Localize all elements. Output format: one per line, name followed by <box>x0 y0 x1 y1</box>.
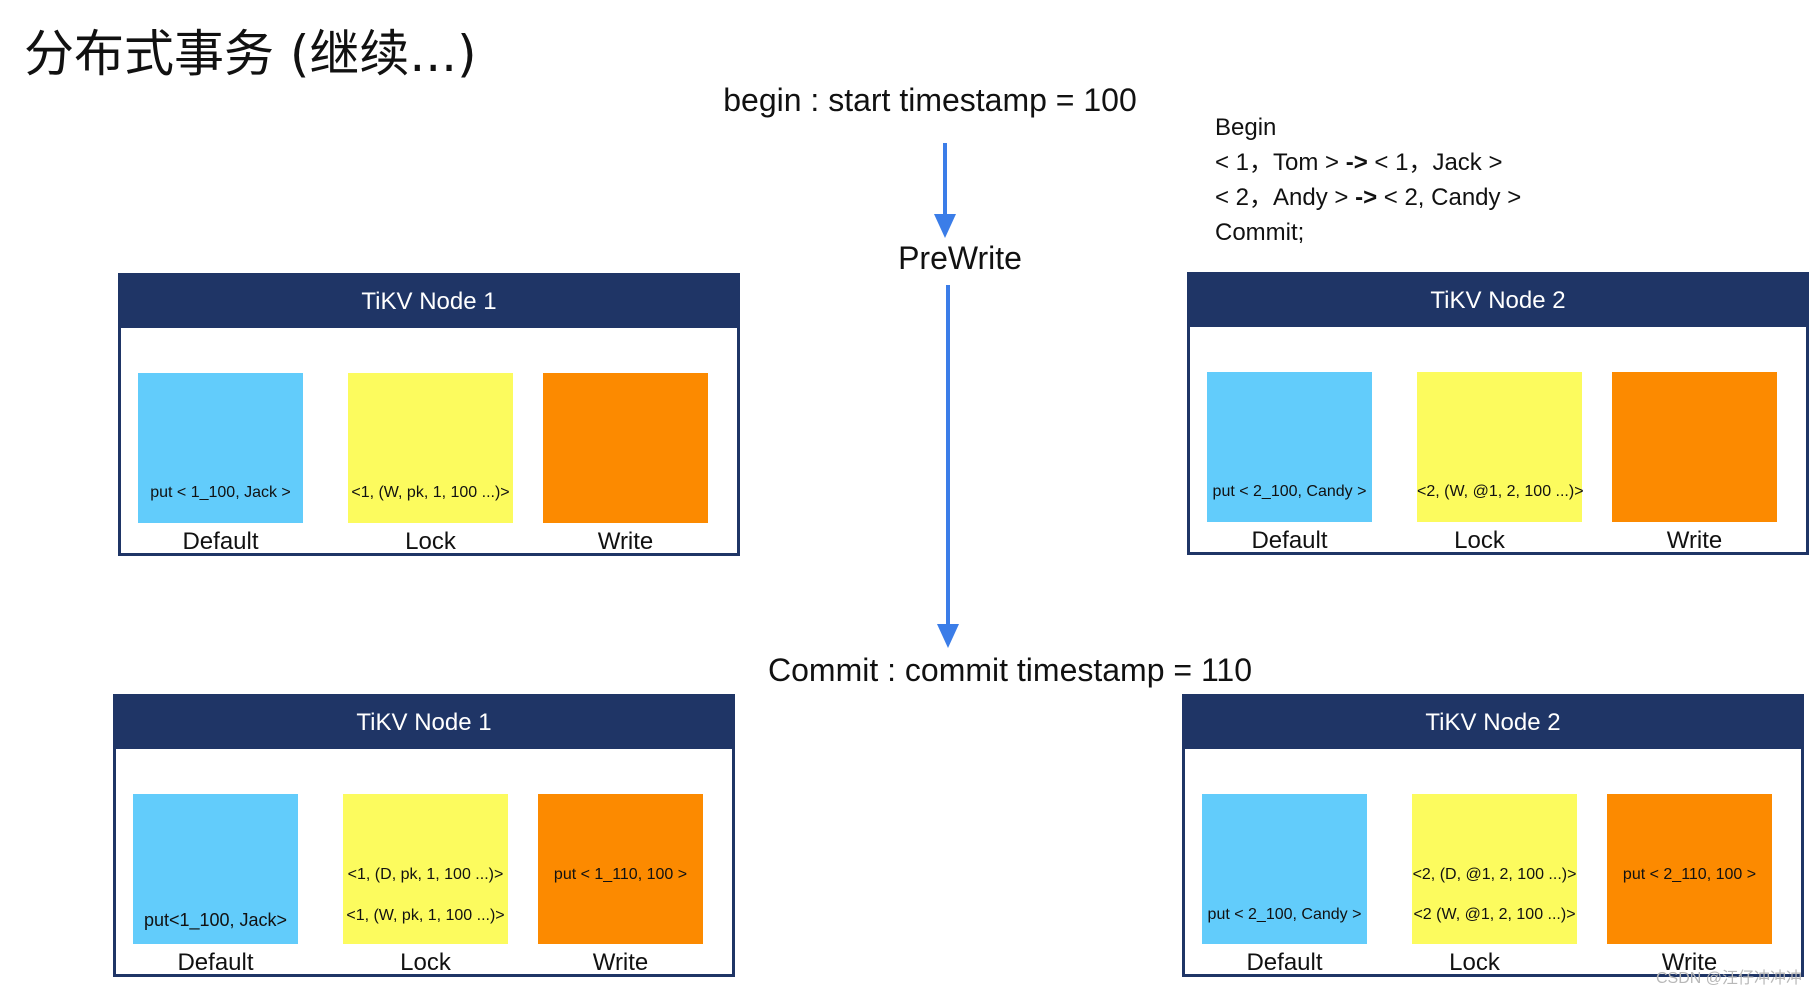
prewrite-node-1-default-text: put < 1_100, Jack > <box>150 484 291 501</box>
txn-op-1-arrow: -> <box>1345 149 1368 176</box>
txn-op-2-right: < 2, Candy > <box>1377 184 1522 211</box>
commit-node-1-write-cf: put < 1_110, 100 > <box>538 794 703 944</box>
commit-node-1-default-label: Default <box>177 949 254 976</box>
commit-node-2-lock-label: Lock <box>1449 949 1500 976</box>
prewrite-node-2-lock-label: Lock <box>1454 527 1505 554</box>
txn-op-2-arrow: -> <box>1355 184 1378 211</box>
prewrite-node-2-default-cf: put < 2_100, Candy > <box>1207 372 1372 522</box>
prewrite-node-2-header: TiKV Node 2 <box>1190 275 1806 331</box>
arrow-begin-to-prewrite-head <box>934 214 956 238</box>
transaction-statements: Begin < 1，Tom > -> < 1，Jack > < 2，Andy >… <box>1215 110 1521 250</box>
commit-node-1-default-cf: put<1_100, Jack> <box>133 794 298 944</box>
commit-node-1-lock-label: Lock <box>400 949 451 976</box>
prewrite-node-2-write-cf <box>1612 372 1777 522</box>
prewrite-node-1-default-label: Default <box>182 528 259 555</box>
prewrite-node-2-default-text: put < 2_100, Candy > <box>1212 483 1367 500</box>
commit-node-1: TiKV Node 1 put<1_100, Jack> Default <1,… <box>113 694 735 977</box>
commit-timestamp-label: Commit : commit timestamp = 110 <box>768 652 1252 688</box>
arrow-prewrite-to-commit-head <box>937 624 959 648</box>
prewrite-node-1-lock-text: <1, (W, pk, 1, 100 ...)> <box>351 484 510 501</box>
prewrite-node-1: TiKV Node 1 put < 1_100, Jack > Default … <box>118 273 740 556</box>
begin-timestamp-label: begin : start timestamp = 100 <box>723 82 1137 118</box>
txn-op-1: < 1，Tom > -> < 1，Jack > <box>1215 145 1521 180</box>
commit-node-2-default-cf: put < 2_100, Candy > <box>1202 794 1367 944</box>
prewrite-node-1-header: TiKV Node 1 <box>121 276 737 332</box>
prewrite-node-1-write-cf <box>543 373 708 523</box>
commit-node-1-lock-cf: <1, (D, pk, 1, 100 ...)> <1, (W, pk, 1, … <box>343 794 508 944</box>
prewrite-node-1-lock-label: Lock <box>405 528 456 555</box>
prewrite-node-2-write-label: Write <box>1666 527 1723 554</box>
commit-node-2: TiKV Node 2 put < 2_100, Candy > Default… <box>1182 694 1804 977</box>
prewrite-node-1-write-label: Write <box>597 528 654 555</box>
prewrite-node-2-default-label: Default <box>1251 527 1328 554</box>
commit-node-2-default-text: put < 2_100, Candy > <box>1207 906 1362 923</box>
txn-op-1-right: < 1，Jack > <box>1367 149 1503 176</box>
watermark: CSDN @汪仔冲冲冲 <box>1655 970 1802 987</box>
txn-op-2-left: < 2，Andy > <box>1215 184 1356 211</box>
prewrite-node-1-lock-cf: <1, (W, pk, 1, 100 ...)> <box>348 373 513 523</box>
commit-node-2-write-label: Write <box>1661 949 1718 976</box>
commit-node-2-write-cf: put < 2_110, 100 > <box>1607 794 1772 944</box>
commit-node-1-lock-text-1: <1, (D, pk, 1, 100 ...)> <box>347 866 504 883</box>
commit-node-1-write-text: put < 1_110, 100 > <box>553 866 688 883</box>
prewrite-node-2: TiKV Node 2 put < 2_100, Candy > Default… <box>1187 272 1809 555</box>
commit-node-2-default-label: Default <box>1246 949 1323 976</box>
txn-op-2: < 2，Andy > -> < 2, Candy > <box>1215 180 1521 215</box>
prewrite-node-2-lock-cf: <2, (W, @1, 2, 100 ...)> <box>1417 372 1584 522</box>
prewrite-node-2-lock-text: <2, (W, @1, 2, 100 ...)> <box>1417 483 1584 500</box>
commit-node-2-header: TiKV Node 2 <box>1185 697 1801 753</box>
prewrite-node-1-default-cf: put < 1_100, Jack > <box>138 373 303 523</box>
commit-node-1-default-text: put<1_100, Jack> <box>143 910 288 930</box>
commit-node-1-header: TiKV Node 1 <box>116 697 732 753</box>
commit-node-1-lock-text-2: <1, (W, pk, 1, 100 ...)> <box>346 907 505 924</box>
commit-node-2-lock-text-2: <2 (W, @1, 2, 100 ...)> <box>1413 906 1576 923</box>
txn-begin: Begin <box>1215 114 1277 141</box>
commit-node-2-lock-cf: <2, (D, @1, 2, 100 ...)> <2 (W, @1, 2, 1… <box>1412 794 1577 944</box>
txn-op-1-left: < 1，Tom > <box>1215 149 1346 176</box>
prewrite-label: PreWrite <box>898 240 1022 276</box>
txn-commit: Commit; <box>1215 219 1305 246</box>
commit-node-2-write-text: put < 2_110, 100 > <box>1622 866 1757 883</box>
commit-node-1-write-label: Write <box>592 949 649 976</box>
commit-node-2-lock-text-1: <2, (D, @1, 2, 100 ...)> <box>1412 866 1577 883</box>
slide-title: 分布式事务 (继续...) <box>24 25 477 83</box>
